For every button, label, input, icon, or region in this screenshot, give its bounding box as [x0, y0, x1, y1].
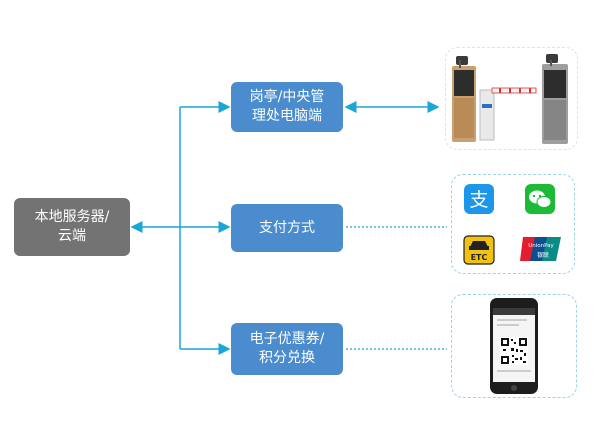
- coupon-label-line2: 积分兑换: [259, 350, 315, 366]
- etc-icon: ETC: [463, 235, 495, 265]
- mobile-coupon-panel: [451, 294, 577, 398]
- coupon-points-node: 电子优惠券/ 积分兑换: [231, 323, 343, 375]
- unionpay-label: UnionPay: [528, 243, 554, 249]
- qr-code: [500, 337, 528, 365]
- unionpay-cn-label: 银联: [537, 251, 549, 259]
- smartphone-qr-image: [490, 298, 538, 394]
- server-label-line1: 本地服务器/: [34, 209, 110, 225]
- booth-label-line2: 理处电脑端: [252, 108, 322, 124]
- unionpay-icon: UnionPay 银联: [520, 235, 562, 263]
- payment-icons-panel: 支 ETC UnionPay 银联: [451, 174, 575, 274]
- local-server-cloud-node: 本地服务器/ 云端: [14, 198, 130, 256]
- alipay-icon: 支: [464, 184, 494, 214]
- booth-label-line1: 岗亭/中央管: [249, 89, 325, 105]
- payment-label: 支付方式: [259, 219, 315, 236]
- wechat-pay-icon: [525, 184, 555, 214]
- gate-equipment-panel: [445, 47, 578, 150]
- server-label-line2: 云端: [58, 228, 86, 244]
- svg-text:支: 支: [469, 189, 488, 211]
- booth-management-node: 岗亭/中央管 理处电脑端: [231, 82, 343, 132]
- etc-label: ETC: [471, 253, 488, 262]
- payment-method-node: 支付方式: [231, 204, 343, 252]
- coupon-label-line1: 电子优惠券/: [249, 331, 325, 347]
- parking-gate-image: [452, 54, 568, 144]
